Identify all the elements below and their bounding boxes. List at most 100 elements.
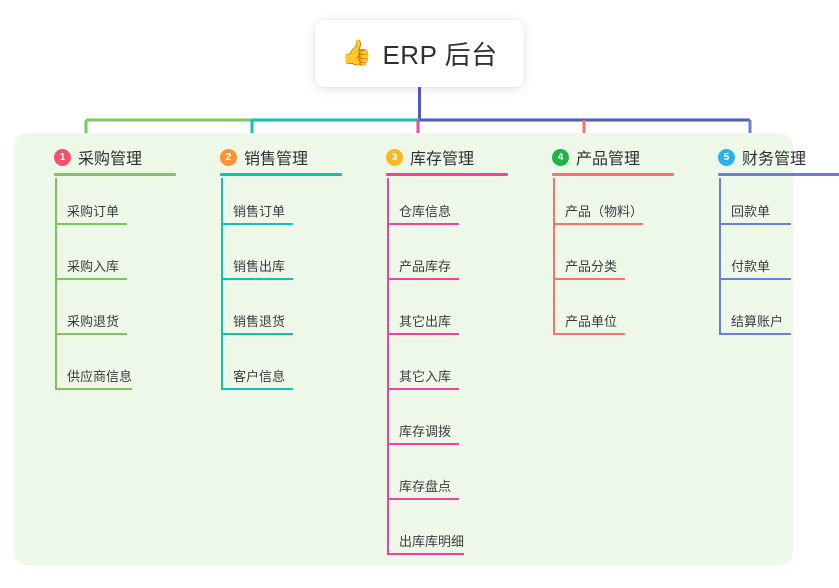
leaf-item-label: 库存调拨 xyxy=(399,424,452,439)
branch-header-5[interactable]: 5 财务管理 xyxy=(694,140,839,176)
branch-header-3[interactable]: 3 库存管理 xyxy=(362,140,512,176)
root-title: ERP 后台 xyxy=(382,40,498,70)
branch-column: 4 产品管理产品（物料） 产品分类产品单位 xyxy=(528,140,678,343)
branch-header-rule xyxy=(552,173,674,176)
leaf-item-rule xyxy=(719,333,791,335)
leaf-item[interactable]: 销售订单 xyxy=(196,178,346,233)
leaf-item-label: 客户信息 xyxy=(233,369,286,384)
leaf-item[interactable]: 付款单 xyxy=(694,233,839,288)
branch-number-badge: 4 xyxy=(552,148,569,166)
branch-column: 1 采购管理采购订单采购入库采购退货供应商信息 xyxy=(30,140,180,398)
branch-header-4[interactable]: 4 产品管理 xyxy=(528,140,678,176)
branch-spine xyxy=(719,178,721,335)
leaf-item-label: 销售出库 xyxy=(233,259,286,274)
branch-title: 产品管理 xyxy=(576,151,641,168)
leaf-item-label: 产品分类 xyxy=(565,259,618,274)
leaf-item[interactable]: 库存调拨 xyxy=(362,398,512,453)
leaf-item-label: 付款单 xyxy=(731,259,771,274)
leaf-item-label: 采购退货 xyxy=(67,314,120,329)
leaf-item-rule xyxy=(221,388,293,390)
leaf-item[interactable]: 结算账户 xyxy=(694,288,839,343)
branch-spine xyxy=(553,178,555,335)
leaf-item[interactable]: 产品单位 xyxy=(528,288,678,343)
leaf-item[interactable]: 销售出库 xyxy=(196,233,346,288)
leaf-item-label: 供应商信息 xyxy=(67,369,133,384)
leaf-item-rule xyxy=(719,278,791,280)
branch-header-rule xyxy=(718,173,839,176)
branch-header-rule xyxy=(386,173,508,176)
leaf-item[interactable]: 其它入库 xyxy=(362,343,512,398)
leaf-item-label: 销售订单 xyxy=(233,204,286,219)
branch-title: 采购管理 xyxy=(78,151,143,168)
leaf-item[interactable]: 产品（物料） xyxy=(528,178,678,233)
leaf-item-rule xyxy=(221,333,293,335)
leaf-item[interactable]: 采购退货 xyxy=(30,288,180,343)
branch-header-rule xyxy=(54,173,176,176)
branch-item-list: 产品（物料） 产品分类产品单位 xyxy=(528,178,678,343)
leaf-item-label: 出库库明细 xyxy=(399,534,465,549)
leaf-item-label: 销售退货 xyxy=(233,314,286,329)
leaf-item-rule xyxy=(553,278,625,280)
leaf-item-rule xyxy=(387,333,459,335)
branch-column: 2 销售管理销售订单销售出库销售退货客户信息 xyxy=(196,140,346,398)
leaf-item-label: 产品（物料） xyxy=(565,204,644,219)
leaf-item[interactable]: 出库库明细 xyxy=(362,508,512,563)
leaf-item[interactable]: 供应商信息 xyxy=(30,343,180,398)
branch-column: 3 库存管理仓库信息产品库存其它出库其它入库库存调拨库存盘点出库库明细 xyxy=(362,140,512,563)
branch-number-badge: 5 xyxy=(718,148,735,166)
branch-title: 财务管理 xyxy=(742,151,807,168)
leaf-item-label: 采购入库 xyxy=(67,259,120,274)
leaf-item[interactable]: 库存盘点 xyxy=(362,453,512,508)
branch-spine xyxy=(55,178,57,390)
leaf-item[interactable]: 客户信息 xyxy=(196,343,346,398)
branch-number-badge: 2 xyxy=(220,148,237,166)
leaf-item-rule xyxy=(221,278,293,280)
leaf-item-rule xyxy=(55,388,132,390)
branch-title: 库存管理 xyxy=(410,151,475,168)
leaf-item-rule xyxy=(553,223,643,225)
branch-spine xyxy=(221,178,223,390)
branch-column: 5 财务管理回款单付款单结算账户 xyxy=(694,140,839,343)
leaf-item-rule xyxy=(553,333,625,335)
leaf-item[interactable]: 采购订单 xyxy=(30,178,180,233)
branch-item-list: 仓库信息产品库存其它出库其它入库库存调拨库存盘点出库库明细 xyxy=(362,178,512,563)
leaf-item[interactable]: 采购入库 xyxy=(30,233,180,288)
leaf-item-rule xyxy=(221,223,293,225)
leaf-item-label: 采购订单 xyxy=(67,204,120,219)
leaf-item-rule xyxy=(387,388,459,390)
thumbs-up-icon: 👍 xyxy=(341,39,373,67)
branch-number-badge: 3 xyxy=(386,148,403,166)
branch-spine xyxy=(387,178,389,555)
leaf-item-rule xyxy=(55,278,127,280)
leaf-item-rule xyxy=(719,223,791,225)
leaf-item[interactable]: 其它出库 xyxy=(362,288,512,343)
leaf-item[interactable]: 产品分类 xyxy=(528,233,678,288)
leaf-item-label: 库存盘点 xyxy=(399,479,452,494)
leaf-item[interactable]: 回款单 xyxy=(694,178,839,233)
branch-header-2[interactable]: 2 销售管理 xyxy=(196,140,346,176)
leaf-item[interactable]: 销售退货 xyxy=(196,288,346,343)
leaf-item-label: 其它出库 xyxy=(399,314,452,329)
root-node[interactable]: 👍 ERP 后台 xyxy=(315,20,524,87)
leaf-item[interactable]: 仓库信息 xyxy=(362,178,512,233)
branch-title: 销售管理 xyxy=(244,151,309,168)
branch-header-rule xyxy=(220,173,342,176)
branch-item-list: 回款单付款单结算账户 xyxy=(694,178,839,343)
branch-number-badge: 1 xyxy=(54,148,71,166)
leaf-item-rule xyxy=(387,498,459,500)
branch-header-1[interactable]: 1 采购管理 xyxy=(30,140,180,176)
leaf-item-rule xyxy=(387,278,459,280)
leaf-item-label: 其它入库 xyxy=(399,369,452,384)
leaf-item-rule xyxy=(387,223,459,225)
leaf-item-rule xyxy=(55,333,127,335)
leaf-item-rule xyxy=(387,443,459,445)
leaf-item-label: 结算账户 xyxy=(731,314,784,329)
leaf-item-rule xyxy=(55,223,127,225)
branch-item-list: 采购订单采购入库采购退货供应商信息 xyxy=(30,178,180,398)
leaf-item-label: 仓库信息 xyxy=(399,204,452,219)
leaf-item-label: 产品单位 xyxy=(565,314,618,329)
leaf-item[interactable]: 产品库存 xyxy=(362,233,512,288)
branch-item-list: 销售订单销售出库销售退货客户信息 xyxy=(196,178,346,398)
leaf-item-label: 回款单 xyxy=(731,204,771,219)
